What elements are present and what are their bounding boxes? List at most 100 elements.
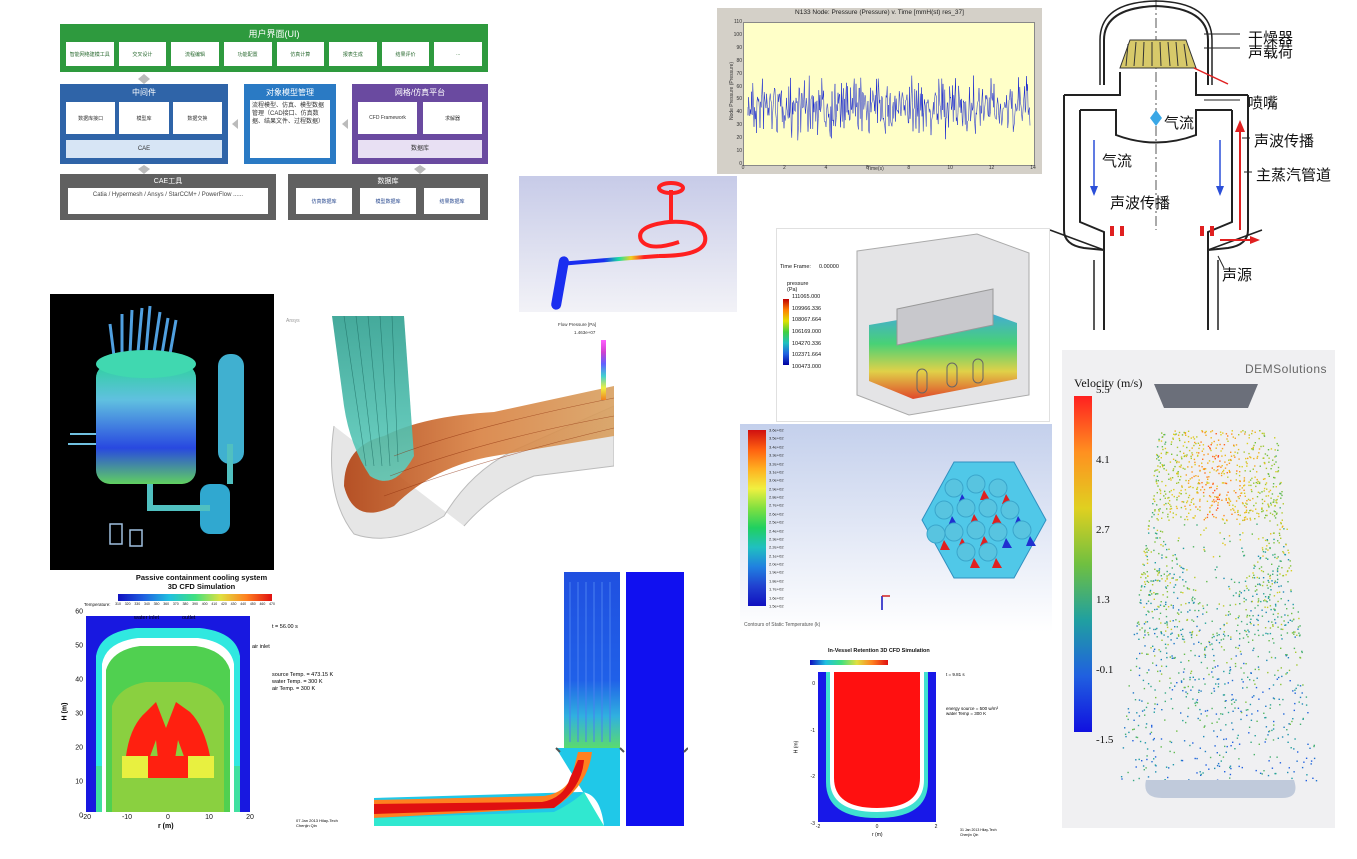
velocity-tick: 4.1	[1096, 454, 1110, 466]
ui-module-box: 交叉设计	[118, 42, 167, 66]
x-tick: 4	[824, 165, 828, 171]
x-tick: 2	[783, 165, 786, 171]
middleware-box: 数据交换	[172, 102, 222, 134]
ivr-ylabel: H (m)	[793, 740, 800, 754]
ui-module-box: ...	[434, 42, 482, 66]
y-tick: 10	[736, 148, 742, 155]
legend-value: 1.9e+02	[769, 569, 784, 575]
connector-arrow	[138, 165, 150, 174]
dem-brand: DEMSolutions	[1244, 362, 1327, 376]
legend-value: 104270.336	[792, 340, 822, 347]
passive-xlabel: r (m)	[158, 823, 174, 830]
legend-value: 100473.000	[792, 364, 822, 370]
dryer	[1119, 39, 1197, 69]
legend-value: 111065.000	[792, 294, 821, 300]
legend-bar	[783, 299, 789, 365]
fuel-rods	[926, 474, 1036, 568]
temp-tick: 340	[143, 602, 150, 606]
cae-tools-title: CAE工具	[153, 178, 183, 185]
fuel-rod	[926, 524, 946, 544]
temp-tick: 380	[182, 602, 189, 606]
fuel-rod	[978, 498, 998, 518]
database-items: 仿真数据库模型数据库结果数据库	[296, 188, 480, 214]
label-wave-left: 声波传播	[1110, 195, 1171, 212]
label-source: 声源	[1222, 267, 1253, 284]
steam-generator	[218, 354, 244, 464]
fuel-rod	[956, 498, 976, 518]
pressure-time-plot: N133 Node: Pressure (Pressure) v. Time […	[717, 8, 1042, 174]
passive-title-2: 3D CFD Simulation	[167, 582, 236, 591]
label-steam-line: 主蒸汽管道	[1256, 167, 1332, 184]
label-acoustic-load: 声载荷	[1248, 44, 1294, 61]
x-tick: 2	[934, 824, 938, 830]
ivr-title: In-Vessel Retention 3D CFD Simulation	[828, 648, 930, 654]
label-wave-right: 声波传播	[1254, 133, 1315, 150]
reactor-vessel	[96, 364, 196, 484]
fuel-rod	[966, 520, 986, 540]
connector-arrow	[414, 165, 426, 174]
acoustic-arrow	[1235, 120, 1245, 132]
legend-value: 3.1e+02	[769, 469, 784, 475]
ui-module-box: 结果评价	[381, 42, 430, 66]
fuel-rod	[956, 542, 976, 562]
ui-module-box: 报表生成	[329, 42, 377, 66]
architecture-diagram: 用户界面(UI) 智能网络建模工具交叉设计流程编辑功能配置仿真计算报表生成结果评…	[60, 24, 488, 220]
right-steam-line	[1207, 95, 1249, 330]
dem-legend-title: Velocity (m/s)	[1074, 376, 1143, 390]
y-tick: 70	[736, 70, 742, 77]
cae-tools-text: Catia / Hypermesh / Ansys / StarCCM+ / P…	[68, 188, 268, 214]
ivr-y-ticks: 0-1-2-3	[804, 681, 816, 827]
y-tick: -3	[810, 821, 815, 827]
left-steam-line	[1063, 95, 1105, 330]
x-tick: -10	[121, 814, 133, 821]
database-box: 结果数据库	[424, 188, 480, 214]
legend-value: 2.5e+02	[769, 519, 784, 525]
label-flow-left: 气流	[1102, 153, 1133, 170]
flow-arrow	[1216, 186, 1224, 196]
dem-legend-bar	[1074, 396, 1092, 732]
middleware-box: 模型库	[119, 102, 169, 134]
steam-dryer-diagram: 干燥器 声载荷 喷嘴 气流 声波传播 主蒸汽管道 气流 声波传播 声源	[1044, 0, 1357, 336]
connector-arrow	[342, 119, 348, 129]
legend-value: 2.4e+02	[769, 528, 784, 534]
x-tick: 14	[1030, 165, 1036, 171]
velocity-tick: -0.1	[1096, 664, 1114, 676]
y-tick: 50	[75, 642, 83, 650]
hex-legend-bar	[748, 430, 766, 606]
y-tick: 20	[736, 135, 742, 142]
label-flow-center: 气流	[1164, 115, 1195, 132]
collector-plate	[1145, 780, 1296, 798]
temp-tick: 470	[269, 602, 275, 606]
baffle	[896, 288, 994, 346]
top-nozzles	[108, 305, 178, 357]
label-dryer: 干燥器	[1248, 30, 1294, 47]
middleware-title: 中间件	[132, 88, 156, 97]
legend-title: pressure	[787, 281, 809, 287]
legend-value: 1.5e+02	[769, 603, 784, 609]
y-tick: -2	[810, 774, 815, 781]
legend-value: 3.3e+02	[769, 452, 784, 458]
x-tick: 8	[907, 165, 911, 171]
passive-info-3: air Temp. = 300 K	[272, 686, 316, 692]
particle-cloud	[1120, 430, 1318, 782]
flow-arrow	[1090, 186, 1098, 196]
legend-value: 3.4e+02	[769, 444, 784, 450]
temp-tick: 310	[115, 602, 121, 606]
velocity-tick: 5.5	[1096, 384, 1110, 396]
middleware-items: 数据库接口模型库数据交换	[66, 102, 222, 134]
platform-title: 网格/仿真平台	[394, 88, 446, 97]
passive-plot	[86, 616, 250, 812]
database-block: 数据库 仿真数据库模型数据库结果数据库	[288, 174, 488, 220]
fuel-rod	[978, 542, 998, 562]
flow-streamline-simulation: Ansys Flow Pressure [Pa] 1.463e+07	[274, 316, 614, 552]
x-axis-label: Time(s)	[867, 166, 884, 172]
platform-box: CFD Framework	[358, 102, 417, 134]
time-frame-value: 0.00000	[819, 264, 839, 270]
